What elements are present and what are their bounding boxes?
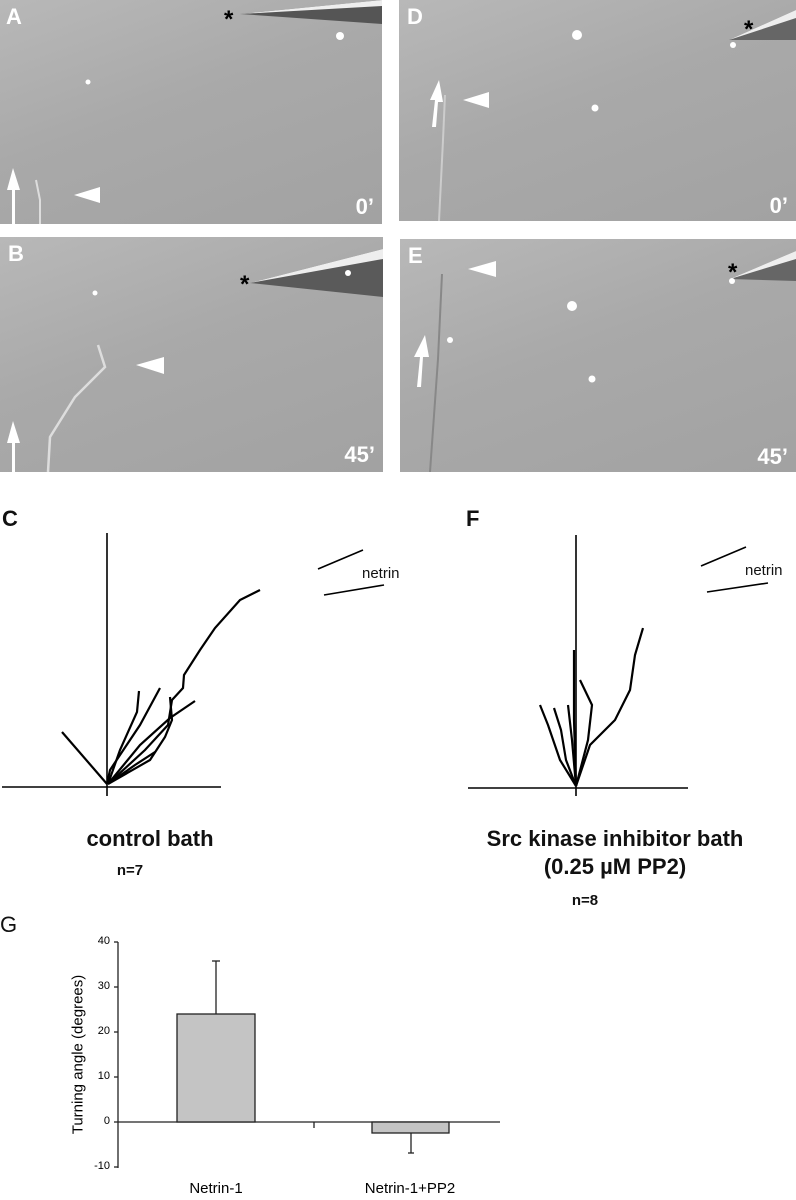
caption-c: control bath (86, 826, 214, 851)
y-tick-40: 40 (97, 935, 110, 947)
y-axis-label: Turning angle (degrees) (69, 974, 87, 1135)
x-label-netrin-1-pp2: Netrin-1+PP2 (364, 1180, 456, 1197)
y-tick-0: 0 (103, 1115, 110, 1127)
pipette-marker: * (224, 6, 234, 33)
pipette-marker: * (744, 16, 754, 43)
bar-netrin-1 (176, 1013, 256, 1123)
gradient-label-c: netrin (362, 565, 400, 582)
micrograph-b-art (7, 249, 383, 472)
panel-label-e: E (408, 243, 423, 268)
micrograph-d-art (430, 10, 796, 221)
panel-label-a: A (6, 4, 22, 29)
panel-label-d: D (407, 4, 423, 29)
x-label-netrin-1: Netrin-1 (189, 1180, 243, 1197)
panel-label-b: B (8, 241, 24, 266)
panel-label-g: G (0, 912, 18, 937)
micrograph-a-art (7, 0, 382, 224)
panel-label-f: F (466, 506, 480, 531)
time-label-b: 45’ (344, 442, 375, 467)
micrograph-panel-e: E * 45’ (400, 239, 796, 472)
n-label-f: n=8 (571, 892, 599, 909)
time-label-e: 45’ (757, 444, 788, 469)
n-label-c: n=7 (116, 862, 144, 879)
caption-f-line1: Src kinase inhibitor bath (486, 826, 744, 851)
panel-label-c: C (2, 506, 18, 531)
micrograph-panel-b: B * 45’ (0, 237, 383, 472)
micrograph-panel-d: D * 0’ (399, 0, 796, 221)
caption-f-line2: (0.25 µM PP2) (543, 854, 687, 879)
y-tick-30: 30 (97, 980, 110, 992)
y-tick-10: 10 (97, 1070, 110, 1082)
bar-netrin-1-pp2 (371, 1121, 450, 1134)
time-label-a: 0’ (355, 194, 374, 219)
y-tick-20: 20 (97, 1025, 110, 1037)
time-label-d: 0’ (769, 193, 788, 218)
y-tick-neg10: -10 (94, 1160, 110, 1172)
micrograph-e-art (414, 251, 796, 472)
pipette-marker: * (240, 271, 250, 298)
micrograph-panel-a: A * 0’ (0, 0, 382, 224)
gradient-label-f: netrin (745, 562, 783, 579)
pipette-marker: * (728, 259, 738, 286)
